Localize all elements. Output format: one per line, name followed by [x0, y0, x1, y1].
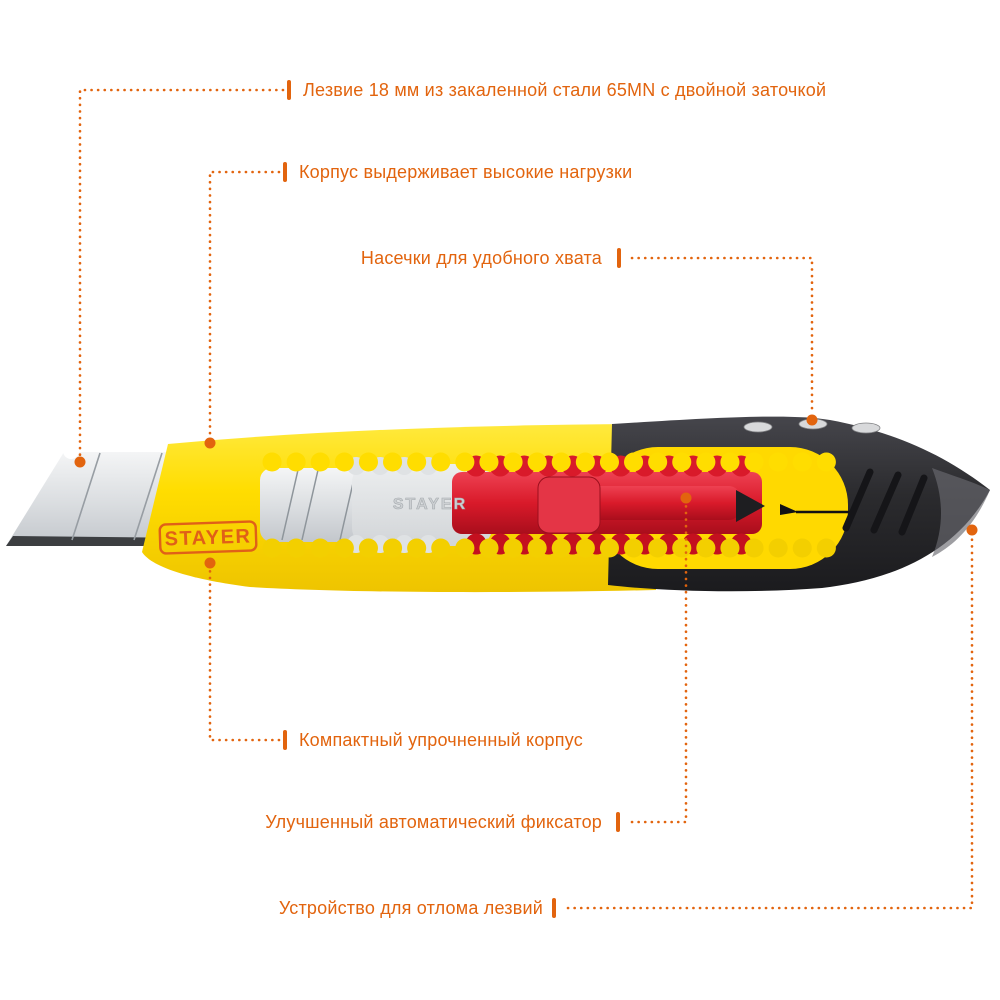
- dot-compact-body: [204, 557, 216, 569]
- grip-notch: [851, 422, 881, 434]
- brand-embossed-label: STAYER: [393, 496, 467, 513]
- blade-snap-notch: [63, 443, 79, 459]
- callout-label-body-strength: Корпус выдерживает высокие нагрузки: [299, 162, 633, 182]
- cap-ridge: [898, 474, 928, 536]
- slider-bar: [556, 486, 740, 520]
- leader-compact-body: [208, 568, 281, 742]
- cap-ridge: [842, 468, 874, 532]
- leader-body-strength: [208, 170, 281, 438]
- callout-label-grip-notches: Насечки для удобного хвата: [360, 248, 602, 268]
- callout-bar-auto-lock: [616, 812, 620, 832]
- callout-bar-compact-body: [283, 730, 287, 750]
- callout-label-blade-snapper: Устройство для отлома лезвий: [278, 898, 543, 918]
- callout-bar-blade-snapper: [552, 898, 556, 918]
- callout-dots: [74, 414, 978, 569]
- leader-blade: [78, 88, 285, 457]
- brand-badge-label: STAYER: [164, 525, 252, 550]
- slider-channel: [260, 452, 858, 558]
- dot-grip-notches: [806, 414, 818, 426]
- dot-body-strength: [204, 437, 216, 449]
- leader-grip-notches: [630, 256, 814, 416]
- channel-blade-score-line: [301, 469, 319, 541]
- callout-label-blade: Лезвие 18 мм из закаленной стали 65MN с …: [303, 80, 827, 100]
- cap-tip-texture: [932, 468, 990, 557]
- dot-blade: [74, 456, 86, 468]
- blade-clip-wedge: [736, 490, 765, 522]
- callout-bar-blade: [287, 80, 291, 100]
- blade-segment-line: [133, 452, 163, 541]
- channel-blade-score-line: [281, 469, 299, 541]
- leader-blade-snapper: [566, 535, 974, 910]
- leader-auto-lock: [630, 504, 688, 824]
- slider-button: [537, 476, 601, 534]
- brand-badge-frame: [158, 520, 258, 555]
- callout-lines: [78, 88, 974, 910]
- callout-bar-body-strength: [283, 162, 287, 182]
- callout-label-compact-body: Компактный упрочненный корпус: [299, 730, 583, 750]
- cap-ridge: [870, 471, 902, 534]
- branding: STAYER: [158, 520, 258, 555]
- callout-bar-grip-notches: [617, 248, 621, 268]
- grip-notch: [743, 421, 773, 433]
- callout-label-auto-lock: Улучшенный автоматический фиксатор: [265, 812, 602, 832]
- dot-auto-lock: [680, 492, 692, 504]
- blade-snap-arrow: [780, 504, 798, 515]
- dot-blade-snapper: [966, 524, 978, 536]
- blade-segment-line: [71, 452, 101, 541]
